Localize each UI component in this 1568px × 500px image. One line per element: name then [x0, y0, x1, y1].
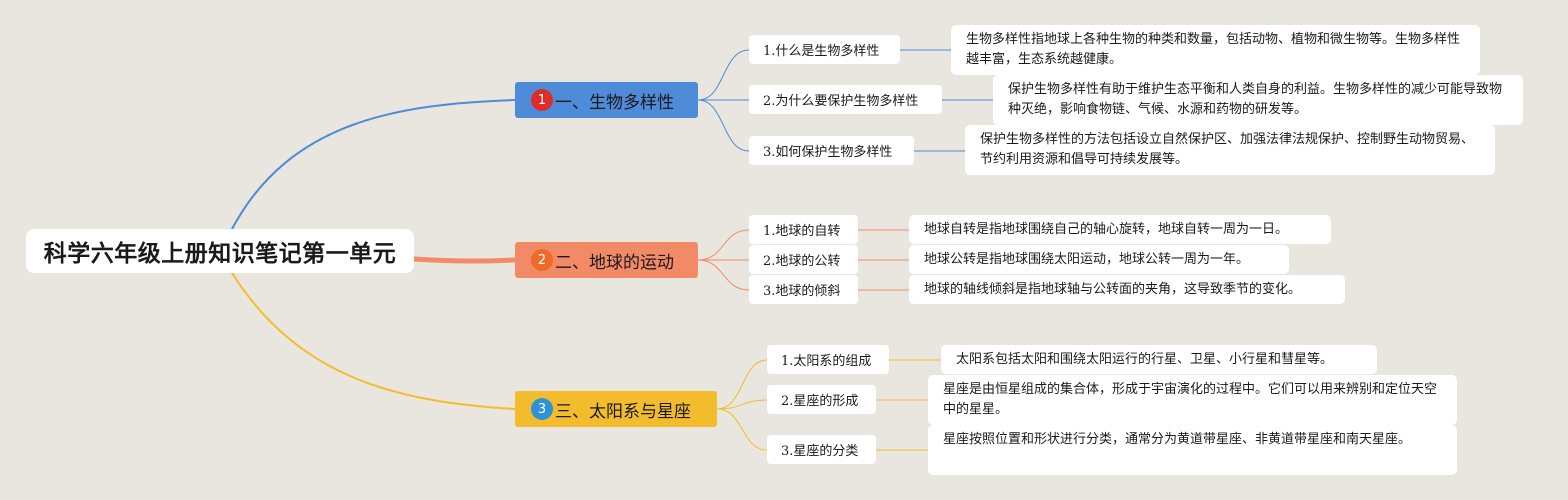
note-what-is-biodiversity[interactable]: 生物多样性指地球上各种生物的种类和数量，包括动物、植物和微生物等。生物多样性越丰…: [951, 25, 1480, 75]
link-b2-t1: [697, 229, 750, 261]
note-constellation-classification[interactable]: 星座按照位置和形状进行分类，通常分为黄道带星座、非黄道带星座和南天星座。: [928, 425, 1457, 475]
branch-title: 二、地球的运动: [555, 252, 674, 273]
topic-earth-revolution[interactable]: 2.地球的公转: [749, 245, 858, 274]
topic-solar-system-composition[interactable]: 1.太阳系的组成: [767, 345, 889, 374]
link-root-branch2: [413, 256, 516, 264]
note-solar-system-composition[interactable]: 太阳系包括太阳和围绕太阳运行的行星、卫星、小行星和彗星等。: [941, 345, 1377, 374]
branch-earth-motion[interactable]: 2 二、地球的运动: [515, 242, 698, 278]
topic-why-protect-biodiversity[interactable]: 2.为什么要保护生物多样性: [749, 85, 942, 114]
link-b1-t1: [697, 49, 750, 101]
topic-constellation-classification[interactable]: 3.星座的分类: [767, 435, 876, 464]
branch-biodiversity[interactable]: 1 一、生物多样性: [515, 82, 698, 118]
branch-solar-system[interactable]: 3 三、太阳系与星座: [515, 391, 717, 427]
link-b3-t2: [716, 399, 768, 410]
link-b3-t1: [716, 359, 768, 410]
topic-what-is-biodiversity[interactable]: 1.什么是生物多样性: [749, 35, 900, 64]
number-badge-icon: 3: [531, 398, 553, 420]
branch-title: 三、太阳系与星座: [555, 401, 691, 422]
branch-title: 一、生物多样性: [555, 92, 674, 113]
topic-earth-rotation[interactable]: 1.地球的自转: [749, 215, 858, 244]
note-how-protect-biodiversity[interactable]: 保护生物多样性的方法包括设立自然保护区、加强法律法规保护、控制野生动物贸易、节约…: [965, 125, 1495, 175]
topic-earth-tilt[interactable]: 3.地球的倾斜: [749, 275, 858, 304]
link-b3-t3: [716, 408, 768, 451]
note-constellation-formation[interactable]: 星座是由恒星组成的集合体，形成于宇宙演化的过程中。它们可以用来辨别和定位天空中的…: [928, 375, 1457, 425]
note-why-protect-biodiversity[interactable]: 保护生物多样性有助于维护生态平衡和人类自身的利益。生物多样性的减少可能导致物种灭…: [993, 75, 1523, 125]
link-b1-t3: [697, 99, 750, 152]
note-earth-tilt[interactable]: 地球的轴线倾斜是指地球轴与公转面的夹角，这导致季节的变化。: [909, 275, 1345, 304]
link-root-branch3: [231, 272, 516, 410]
number-badge-icon: 2: [531, 249, 553, 271]
link-b2-t3: [697, 259, 750, 291]
topic-constellation-formation[interactable]: 2.星座的形成: [767, 385, 876, 414]
root-topic[interactable]: 科学六年级上册知识笔记第一单元: [26, 229, 414, 273]
topic-how-protect-biodiversity[interactable]: 3.如何保护生物多样性: [749, 136, 914, 165]
note-earth-rotation[interactable]: 地球自转是指地球围绕自己的轴心旋转，地球自转一周为一日。: [909, 215, 1331, 244]
number-badge-icon: 1: [531, 89, 553, 111]
note-earth-revolution[interactable]: 地球公转是指地球围绕太阳运动，地球公转一周为一年。: [909, 245, 1289, 274]
link-root-branch1: [231, 99, 516, 230]
